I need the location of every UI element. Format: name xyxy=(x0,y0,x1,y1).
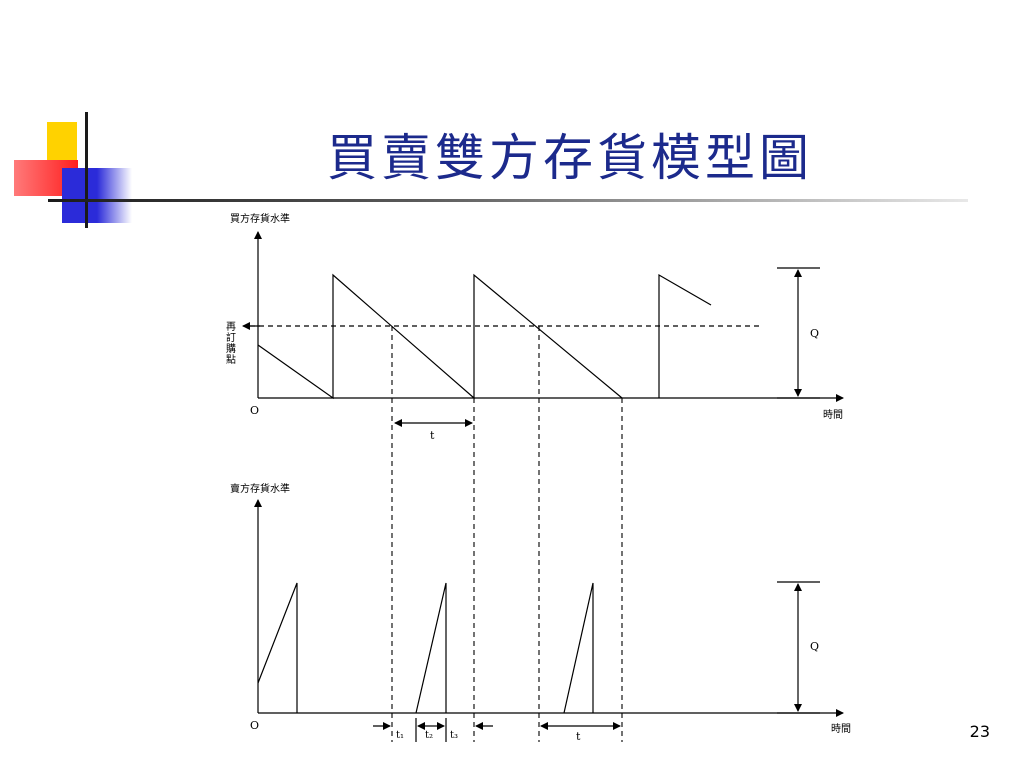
reorder-point-char-1: 再 xyxy=(226,321,236,333)
buyer-origin-label: O xyxy=(250,404,259,417)
buyer-inventory-line-tail xyxy=(658,273,712,398)
buyer-x-axis-label: 時間 xyxy=(823,409,843,421)
t3-label: t₃ xyxy=(450,730,458,741)
seller-chart xyxy=(254,499,844,742)
seller-y-axis-label: 賣方存貨水準 xyxy=(230,482,290,495)
buyer-t-label: t xyxy=(430,429,435,442)
projection-lines xyxy=(391,326,623,742)
seller-inventory-ramp-2 xyxy=(415,582,447,714)
buyer-inventory-line xyxy=(257,273,623,400)
title-underline-rule xyxy=(48,199,968,202)
seller-q-label: Q xyxy=(810,640,819,653)
slide-number: 23 xyxy=(969,722,990,741)
seller-x-axis-label: 時間 xyxy=(831,723,851,735)
slide-title: 買賣雙方存貨模型圖 xyxy=(327,129,813,187)
decor-yellow-square xyxy=(47,122,77,164)
reorder-point-char-4: 點 xyxy=(226,353,236,366)
decor-blue-square xyxy=(62,168,132,223)
seller-inventory-ramp-3 xyxy=(563,582,594,714)
buyer-q-label: Q xyxy=(810,327,819,340)
t-label: t xyxy=(576,730,581,743)
seller-origin-label: O xyxy=(250,719,259,732)
buyer-chart xyxy=(242,231,844,427)
buyer-y-axis-label: 買方存貨水準 xyxy=(230,212,290,225)
t1-label: t₁ xyxy=(396,730,404,741)
reorder-point-char-2: 訂 xyxy=(226,331,236,344)
t2-label: t₂ xyxy=(425,730,433,741)
seller-inventory-ramp-1 xyxy=(257,582,298,713)
reorder-point-char-3: 購 xyxy=(226,342,236,355)
decor-vertical-rule xyxy=(85,112,88,228)
